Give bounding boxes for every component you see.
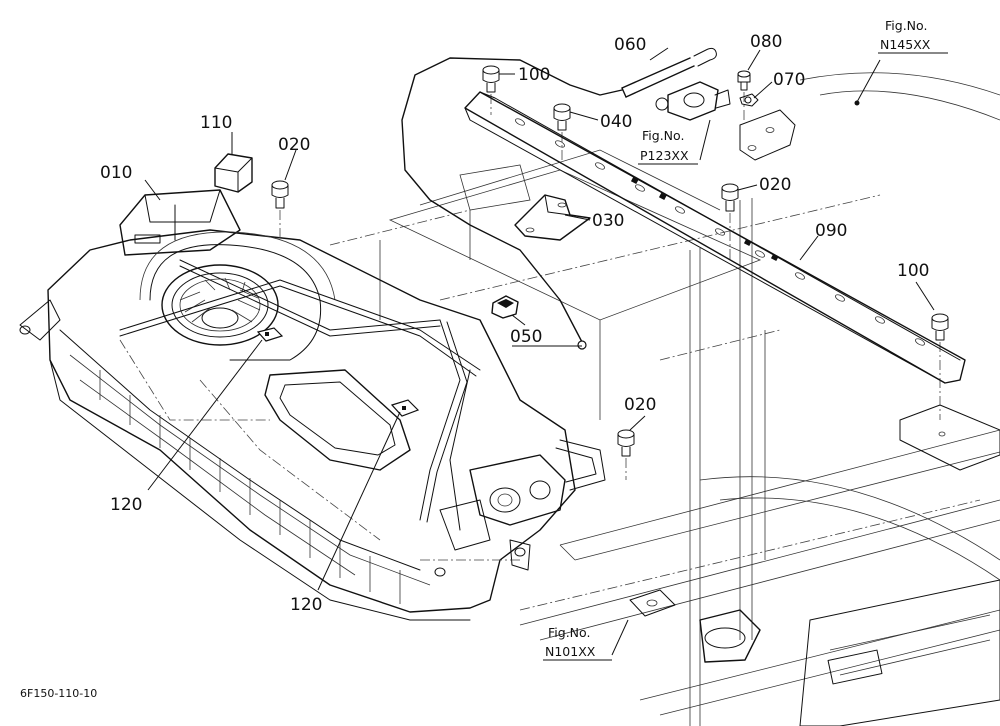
fig-ref-n101-code[interactable]: N101XX <box>545 644 596 659</box>
bolt-020-a <box>271 180 289 240</box>
fig-ref-p123-caption: Fig.No. <box>642 128 684 143</box>
bar-slots <box>515 118 925 346</box>
part-110-cube <box>214 153 253 193</box>
label-120-a: 120 <box>110 495 142 515</box>
drawing-code: 6F150-110-10 <box>20 687 97 700</box>
bolt-040 <box>553 103 571 160</box>
part-060-cable <box>401 47 717 350</box>
label-080: 080 <box>750 32 782 52</box>
label-050: 050 <box>510 327 542 347</box>
fig-ref-p123-code[interactable]: P123XX <box>640 148 689 163</box>
bolt-100-b <box>931 313 949 420</box>
label-120-b: 120 <box>290 595 322 615</box>
label-070: 070 <box>773 70 805 90</box>
label-020-c: 020 <box>624 395 656 415</box>
bar-clips <box>630 176 779 262</box>
label-020-a: 020 <box>278 135 310 155</box>
part-030-bracket <box>459 164 591 260</box>
actuator-assembly <box>655 81 796 161</box>
main-housing <box>19 189 606 621</box>
figure-ref-n101[interactable]: Fig.No. N101XX <box>543 625 612 661</box>
label-020-b: 020 <box>759 175 791 195</box>
leader-lines <box>144 47 935 656</box>
frame-structure <box>329 72 1000 726</box>
fig-ref-n145-code[interactable]: N145XX <box>880 37 931 52</box>
bolt-020-b <box>721 183 739 260</box>
fig-ref-n145-caption: Fig.No. <box>885 18 927 33</box>
label-010: 010 <box>100 163 132 183</box>
figure-ref-n145[interactable]: Fig.No. N145XX <box>878 18 948 54</box>
label-110: 110 <box>200 113 232 133</box>
part-050-clip <box>491 295 519 319</box>
part-090-bar <box>464 91 966 384</box>
label-090: 090 <box>815 221 847 241</box>
fig-ref-n101-caption: Fig.No. <box>548 625 590 640</box>
label-100-b: 100 <box>897 261 929 281</box>
part-labels: 110 010 020 100 040 030 050 060 080 070 … <box>100 32 929 615</box>
label-060: 060 <box>614 35 646 55</box>
figure-ref-p123[interactable]: Fig.No. P123XX <box>638 128 698 165</box>
label-100-a: 100 <box>518 65 550 85</box>
bolt-100-a <box>482 65 500 115</box>
part-070-nut <box>739 93 759 107</box>
label-030: 030 <box>592 211 624 231</box>
label-040: 040 <box>600 112 632 132</box>
bolt-020-c <box>617 429 635 480</box>
